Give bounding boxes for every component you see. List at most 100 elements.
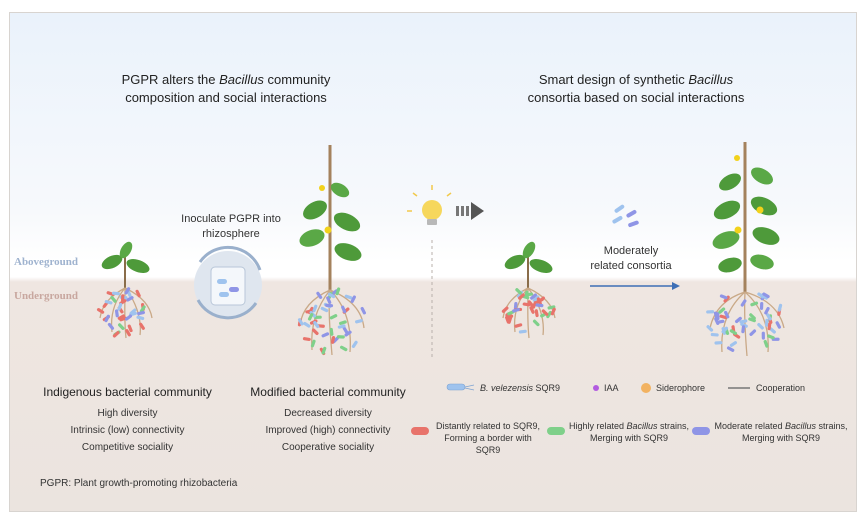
legend-moderate-icon [692,427,710,435]
bacterium [124,314,133,321]
bacterium [330,289,338,296]
bacterium [514,323,523,328]
bacterium [501,306,509,313]
consortia-bacteria-icon [612,204,639,228]
bacterium [759,301,764,310]
bacterium [329,314,338,320]
bacterium [541,309,549,316]
bacterium [117,302,123,311]
bacterium [139,322,145,330]
legend-high-label: Highly related Bacillus strains,Merging … [568,421,690,443]
bacterium [741,325,746,334]
legend-siderophore-icon [641,383,651,393]
bacterium [136,315,145,321]
bacterium [525,292,534,297]
bacterium [761,331,765,340]
bacterium [749,313,756,320]
lightbulb-icon [407,185,452,225]
bacterium [336,335,345,339]
bacterium [522,302,531,307]
bacterium [713,311,719,320]
bacterium [721,326,729,334]
legend-siderophore-label: Siderophore [656,383,706,393]
modified-heading: Modified bacterial community [250,385,406,399]
legend-sqr9-label: B. velezensis SQR9 [480,383,561,393]
bacterium [729,341,738,347]
bacterium [339,345,348,352]
bacterium [330,335,336,344]
bacterium [769,327,776,334]
bacterium [764,306,770,315]
bacterium [326,296,332,304]
bacterium [124,287,131,295]
bacterium [706,310,715,314]
bacterium [527,300,534,308]
right-title: Smart design of synthetic Bacillus conso… [527,72,745,105]
bacterium [748,317,756,323]
bacterium [757,322,764,330]
modified-item: Cooperative sociality [281,442,375,453]
bacterium [111,291,120,296]
bacterium [724,310,730,319]
bacterium [513,301,518,310]
bacterium [112,331,120,338]
bacterium [321,346,327,355]
bacterium [320,306,329,313]
left-title: PGPR alters the Bacillus community compo… [121,72,331,105]
bacterium [360,306,366,315]
bacterium [765,313,772,321]
bacterium [310,339,316,348]
bacterium [719,294,728,300]
bacterium [321,332,330,338]
bacterium [135,289,141,298]
bacterium [355,319,363,324]
bacterium [325,303,334,308]
bacterium [114,309,119,318]
bacterium [532,295,540,302]
indigenous-item: Competitive sociality [81,442,174,453]
bacterium [518,329,527,334]
bacterium [344,330,352,337]
legend-cooperation-label: Cooperation [756,383,806,393]
bacterium [351,340,358,348]
plant-modified [297,145,366,356]
bacterium [763,339,769,348]
bacterium [515,288,522,295]
bacterium [749,329,757,336]
bacterium [775,321,782,329]
bacterium [735,316,742,324]
bacterium [710,332,719,337]
bacterium [762,292,770,299]
bacterium [512,307,520,313]
bacterium [312,304,318,313]
plant-consortia-after [706,142,785,357]
bacterium [96,308,105,314]
bacterium [767,322,772,331]
bacterium [335,287,341,296]
modified-item: Decreased diversity [284,408,372,419]
modified-list: Decreased diversity Improved (high) conn… [238,405,418,456]
bacterium [110,295,117,303]
bacterium [718,307,726,314]
bacterium [119,316,128,322]
bacterium [740,299,747,307]
bacterium [750,301,759,307]
modified-item: Improved (high) connectivity [265,425,391,436]
bacterium [706,325,714,332]
bacterium [297,318,304,326]
bacterium [307,313,314,321]
bacterium [518,293,525,300]
legend-distant-icon [411,427,429,435]
bacterium [106,291,115,296]
legend-high-icon [547,427,565,435]
bacterium [127,324,133,333]
bacterium [303,321,311,328]
plant-indigenous [96,241,153,339]
legend-iaa-icon [593,385,599,391]
underground-label: Underground [14,290,78,302]
bacterium [342,326,349,334]
legend-moderate-label: Moderate related Bacillus strains,Mergin… [714,421,848,443]
